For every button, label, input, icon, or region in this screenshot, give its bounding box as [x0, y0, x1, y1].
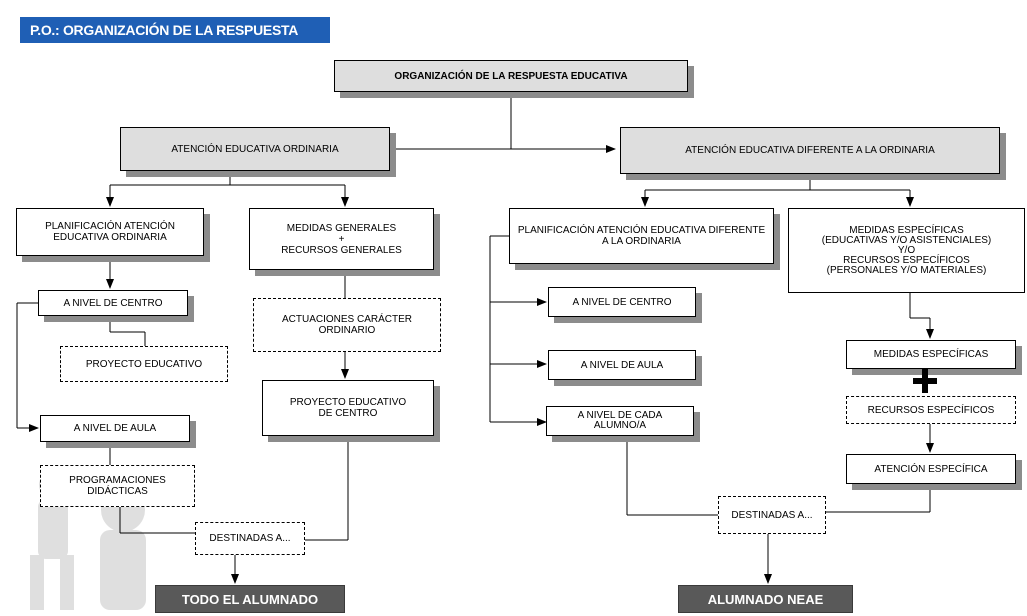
node-proyecto-educativo-label: PROYECTO EDUCATIVO — [85, 358, 203, 370]
node-programaciones-label: PROGRAMACIONES DIDÁCTICAS — [69, 475, 166, 497]
node-nivel-centro-left: A NIVEL DE CENTRO — [38, 290, 188, 316]
node-ordinaria: ATENCIÓN EDUCATIVA ORDINARIA — [120, 127, 390, 171]
node-nivel-aula-right: A NIVEL DE AULA — [548, 350, 696, 380]
node-destinadas-right: DESTINADAS A... — [718, 496, 826, 534]
node-destinadas-left-label: DESTINADAS A... — [209, 533, 291, 544]
node-nivel-aula-right-label: A NIVEL DE AULA — [580, 359, 664, 371]
node-todo-alumnado: TODO EL ALUMNADO — [155, 585, 345, 613]
node-planificacion-ordinaria-label: PLANIFICACIÓN ATENCIÓN EDUCATIVA ORDINAR… — [45, 221, 175, 243]
node-planificacion-ordinaria: PLANIFICACIÓN ATENCIÓN EDUCATIVA ORDINAR… — [16, 208, 204, 256]
node-medidas-generales: MEDIDAS GENERALES + RECURSOS GENERALES — [249, 208, 434, 270]
diagram-title: P.O.: ORGANIZACIÓN DE LA RESPUESTA EDUCA… — [20, 17, 330, 64]
node-planificacion-diferente: PLANIFICACIÓN ATENCIÓN EDUCATIVA DIFEREN… — [509, 208, 774, 264]
node-diferente: ATENCIÓN EDUCATIVA DIFERENTE A LA ORDINA… — [620, 127, 1000, 174]
node-actuaciones-label: ACTUACIONES CARÁCTER ORDINARIO — [281, 314, 412, 336]
plus-icon — [913, 369, 937, 393]
node-nivel-aula-left-label: A NIVEL DE AULA — [73, 423, 157, 434]
node-nivel-centro-left-label: A NIVEL DE CENTRO — [63, 297, 163, 309]
node-medidas-generales-label: MEDIDAS GENERALES + RECURSOS GENERALES — [281, 222, 402, 256]
node-root-label: ORGANIZACIÓN DE LA RESPUESTA EDUCATIVA — [394, 70, 628, 82]
node-atencion-especifica: ATENCIÓN ESPECÍFICA — [846, 454, 1016, 484]
node-actuaciones: ACTUACIONES CARÁCTER ORDINARIO — [253, 298, 441, 352]
node-nivel-centro-right-label: A NIVEL DE CENTRO — [572, 296, 672, 308]
node-proyecto-centro-label: PROYECTO EDUCATIVO DE CENTRO — [289, 397, 407, 419]
node-proyecto-educativo: PROYECTO EDUCATIVO — [60, 346, 228, 382]
node-medidas-especificas-label: MEDIDAS ESPECÍFICAS — [873, 349, 989, 360]
node-alumnado-neae-label: ALUMNADO NEAE — [707, 591, 824, 607]
node-diferente-label: ATENCIÓN EDUCATIVA DIFERENTE A LA ORDINA… — [685, 145, 935, 156]
node-medidas-especificas: MEDIDAS ESPECÍFICAS — [846, 340, 1016, 369]
node-planificacion-diferente-label: PLANIFICACIÓN ATENCIÓN EDUCATIVA DIFEREN… — [517, 225, 766, 247]
node-nivel-alumno-label: A NIVEL DE CADA ALUMNO/A — [577, 410, 663, 431]
node-destinadas-right-label: DESTINADAS A... — [731, 509, 813, 521]
node-nivel-centro-right: A NIVEL DE CENTRO — [548, 287, 696, 317]
node-destinadas-left: DESTINADAS A... — [195, 522, 305, 555]
node-medidas-especificas-detalle-label: MEDIDAS ESPECÍFICAS (EDUCATIVAS Y/O ASIS… — [821, 224, 992, 276]
node-ordinaria-label: ATENCIÓN EDUCATIVA ORDINARIA — [171, 143, 339, 155]
node-proyecto-centro: PROYECTO EDUCATIVO DE CENTRO — [262, 380, 434, 436]
node-atencion-especifica-label: ATENCIÓN ESPECÍFICA — [874, 463, 988, 475]
node-root: ORGANIZACIÓN DE LA RESPUESTA EDUCATIVA — [334, 60, 688, 92]
node-medidas-especificas-detalle: MEDIDAS ESPECÍFICAS (EDUCATIVAS Y/O ASIS… — [788, 208, 1025, 293]
node-programaciones: PROGRAMACIONES DIDÁCTICAS — [40, 465, 195, 507]
node-nivel-aula-left: A NIVEL DE AULA — [40, 415, 190, 442]
node-nivel-alumno: A NIVEL DE CADA ALUMNO/A — [546, 406, 694, 436]
node-recursos-especificos: RECURSOS ESPECÍFICOS — [846, 396, 1016, 424]
node-todo-alumnado-label: TODO EL ALUMNADO — [181, 591, 319, 607]
node-alumnado-neae: ALUMNADO NEAE — [678, 585, 853, 613]
node-recursos-especificos-label: RECURSOS ESPECÍFICOS — [867, 404, 995, 416]
